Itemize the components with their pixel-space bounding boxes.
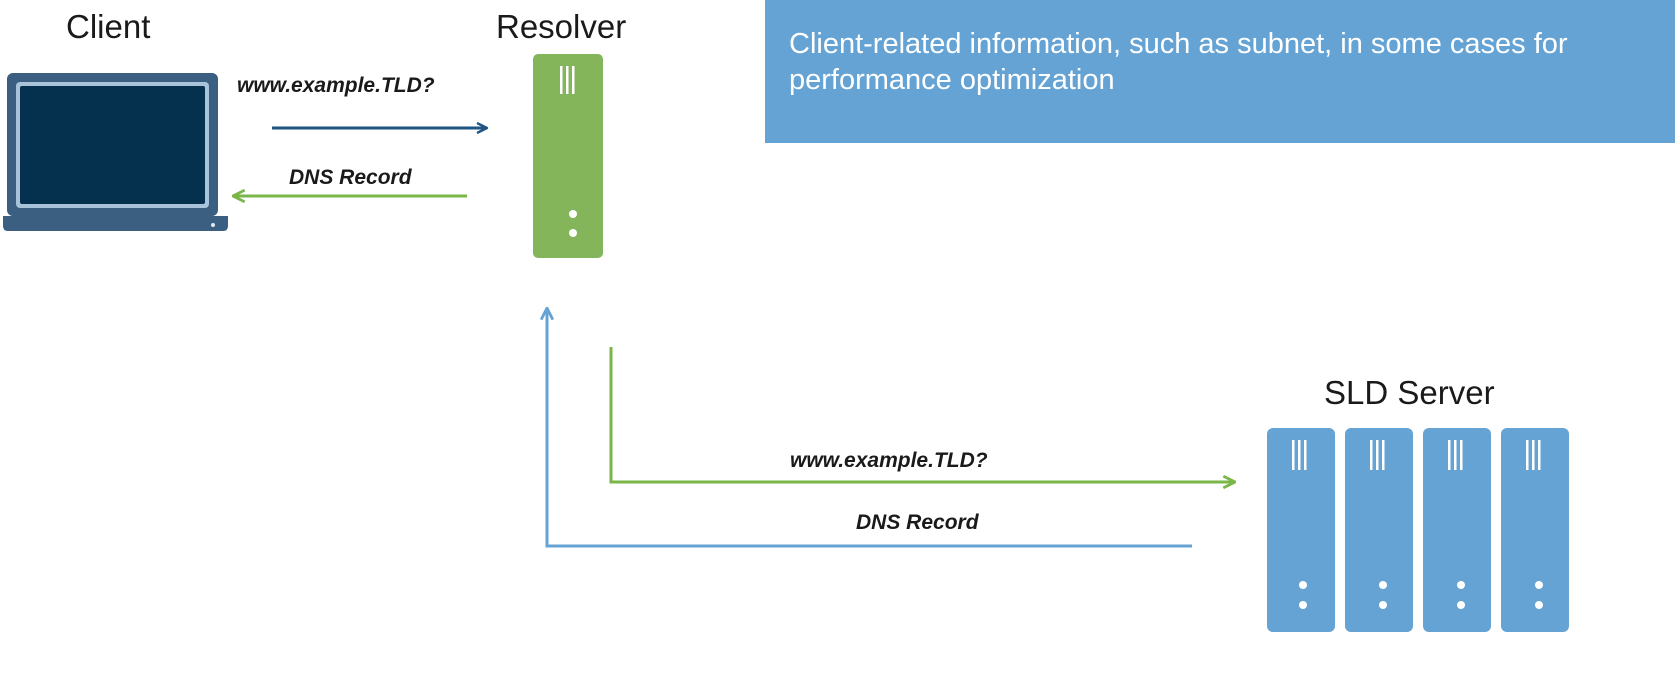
sld-server-label: SLD Server [1324, 374, 1495, 411]
sld-query-label: www.example.TLD? [790, 449, 988, 472]
resolver-server-icon [533, 54, 603, 258]
server-unit [1423, 428, 1491, 632]
info-note-text: Client-related information, such as subn… [789, 28, 1568, 96]
client-label: Client [66, 8, 151, 45]
client-response-label: DNS Record [289, 166, 412, 189]
sld-response-arrow [547, 308, 1192, 548]
laptop-icon [3, 73, 228, 231]
server-unit [1267, 428, 1335, 632]
server-unit [1345, 428, 1413, 632]
info-note-box: Client-related information, such as subn… [765, 0, 1675, 143]
resolver-label: Resolver [496, 8, 627, 45]
sld-response-label: DNS Record [856, 511, 979, 534]
sld-server-icon [1267, 428, 1569, 632]
client-query-label: www.example.TLD? [237, 74, 435, 97]
sld-query-arrow [609, 347, 1235, 482]
server-unit [1501, 428, 1569, 632]
